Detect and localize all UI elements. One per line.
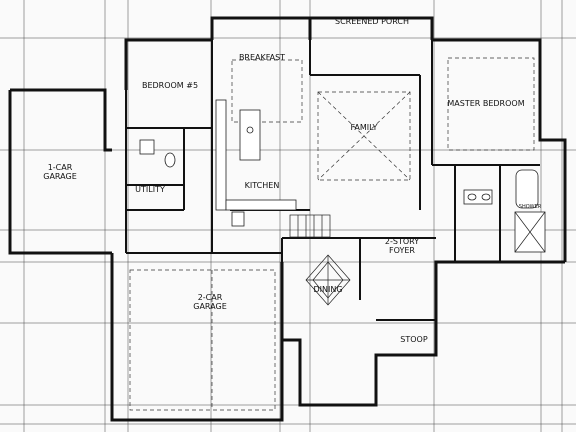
label-kitchen: KITCHEN xyxy=(245,181,280,190)
kitchen-fixtures xyxy=(215,99,297,227)
label-stoop: STOOP xyxy=(400,335,428,344)
label-bedroom5: BEDROOM #5 xyxy=(142,81,198,90)
stairs xyxy=(289,214,331,238)
label-utility: UTILITY xyxy=(135,185,165,194)
label-breakfast: BREAKFAST xyxy=(239,53,285,62)
label-shower: SHOWER xyxy=(519,204,542,210)
label-screened-porch: SCREENED PORCH xyxy=(335,17,409,26)
room-labels: SCREENED PORCH BREAKFAST BEDROOM #5 FAMI… xyxy=(43,17,541,344)
exterior-walls xyxy=(8,16,567,422)
label-dining: DINING xyxy=(313,285,342,294)
bath-fixtures xyxy=(139,139,546,253)
label-master-bedroom: MASTER BEDROOM xyxy=(447,99,524,108)
label-family: FAMILY xyxy=(351,123,378,132)
interior-walls xyxy=(125,40,540,340)
dining-ceiling-detail xyxy=(305,254,351,306)
ceiling-outlines xyxy=(129,57,535,411)
